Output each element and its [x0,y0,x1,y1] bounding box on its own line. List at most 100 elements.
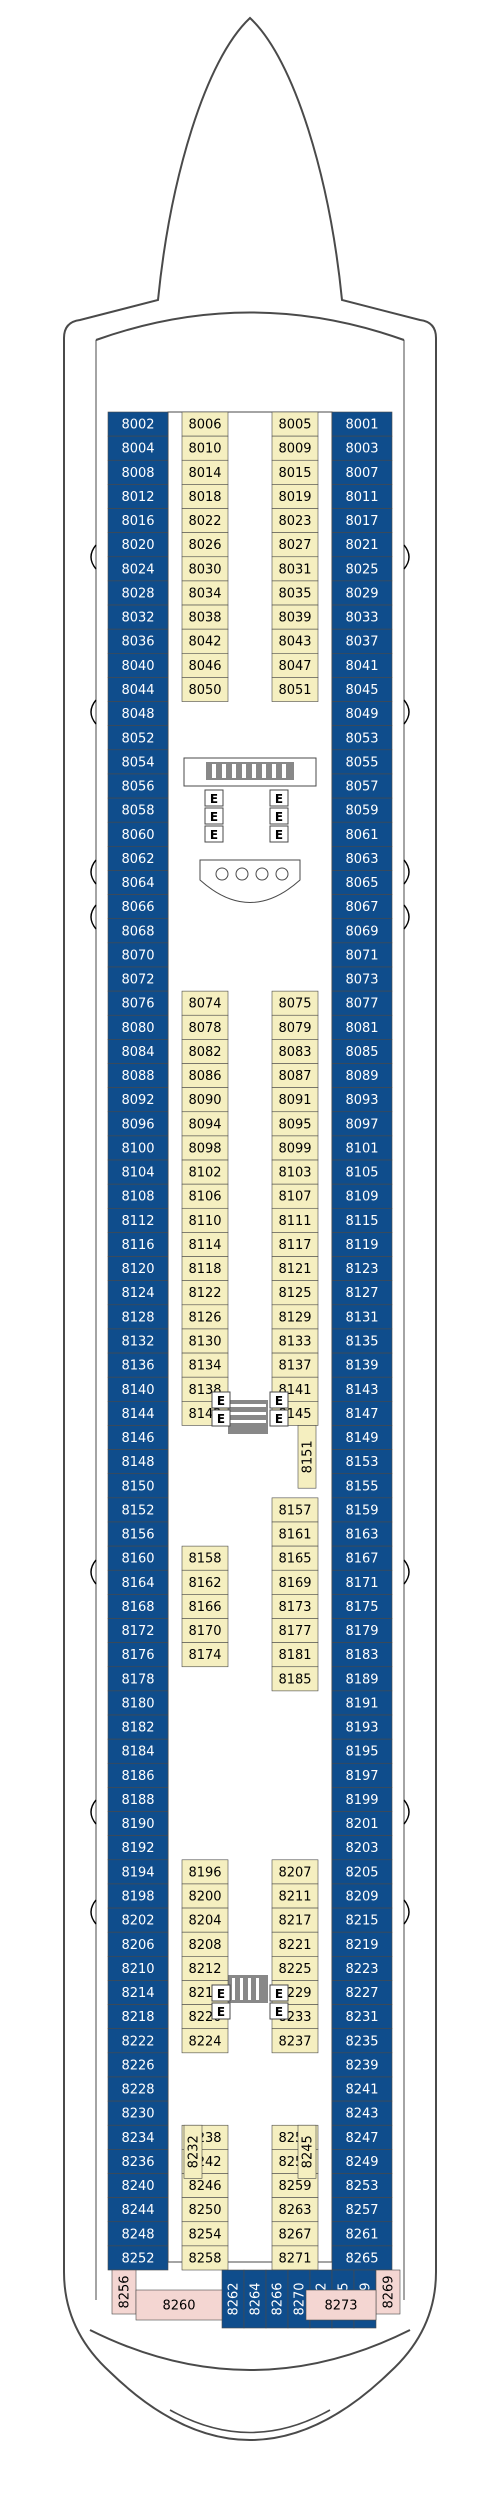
cabin-number: 8091 [278,1093,311,1108]
stern-curve-inner [169,2409,331,2434]
cabin-number: 8178 [121,1672,154,1687]
cabin-number: 8259 [278,2179,311,2194]
cabin-outer-port: 8066 [107,894,169,920]
cabin-number: 8150 [121,1479,154,1494]
elevator-icon: E [269,1984,289,2002]
cabin-number: 8102 [188,1166,221,1181]
cabin-number: 8227 [345,1986,378,2001]
cabin-outer-port: 8036 [107,628,169,654]
cabin-number: 8121 [278,1262,311,1277]
cabin-number: 8089 [345,1069,378,1084]
cabin-number: 8052 [121,731,154,746]
cabin-outer-starboard: 8191 [331,1690,393,1716]
cabin-outer-starboard: 8067 [331,894,393,920]
cabin-outer-port: 8002 [107,411,169,437]
cabin-inner: 8094 [181,1111,229,1137]
cabin-number: 8254 [188,2227,221,2242]
cabin-number: 8146 [121,1431,154,1446]
cabin-inner: 8126 [181,1304,229,1330]
cabin-inner: 8091 [271,1087,319,1113]
cabin-number: 8218 [121,2010,154,2025]
cabin-inner: 8130 [181,1328,229,1354]
connecting-door-icon [90,904,97,930]
cabin-outer-starboard: 8001 [331,411,393,437]
cabin-number: 8030 [188,562,221,577]
cabin-number: 8045 [345,683,378,698]
cabin-number: 8017 [345,514,378,529]
cabin-inner: 8134 [181,1352,229,1378]
cabin-number: 8206 [121,1938,154,1953]
cabin-number: 8188 [121,1793,154,1808]
cabin-number: 8095 [278,1117,311,1132]
cabin-outer-port: 8210 [107,1956,169,1981]
cabin-inner: 8129 [271,1304,319,1330]
elevator-label: E [210,810,218,824]
cabin-outer-starboard: 8195 [331,1738,393,1764]
cabin-number: 8060 [121,828,154,843]
cabin-outer-port: 8080 [107,1014,169,1040]
cabin-outer-starboard: 8167 [331,1545,393,1571]
cabin-inner: 8042 [181,628,229,654]
cabin-number: 8231 [345,2010,378,2025]
cabin-inner: 8051 [271,677,319,702]
cabin-inner: 8162 [181,1569,229,1595]
cabin-number: 8107 [278,1190,311,1205]
cabin-number: 8135 [345,1335,378,1350]
cabin-outer-starboard: 8069 [331,918,393,944]
connecting-door-icon [403,1899,410,1925]
cabin-number: 8092 [121,1093,154,1108]
cabin-inner-vertical: 8232 [183,2124,203,2179]
connecting-door-icon [403,1799,410,1825]
cabin-outer-port: 8132 [107,1328,169,1354]
cabin-number: 8219 [345,1938,378,1953]
cabin-number: 8132 [121,1335,154,1350]
cabin-number: 8265 [345,2251,378,2266]
elevator-icon: E [211,1391,231,1409]
cabin-inner: 8212 [181,1956,229,1981]
cabin-outer-port: 8252 [107,2245,169,2271]
cabin-outer-port: 8076 [107,990,169,1016]
connecting-door-icon [90,1799,97,1825]
cabin-outer-starboard: 8123 [331,1256,393,1281]
cabin-outer-starboard: 8155 [331,1473,393,1499]
cabin-inner: 8211 [271,1883,319,1909]
cabin-outer-starboard: 8253 [331,2173,393,2198]
cabin-number: 8129 [278,1310,311,1325]
cabin-outer-port: 8180 [107,1690,169,1716]
cabin-number: 8134 [188,1359,221,1374]
cabin-outer-port: 8144 [107,1401,169,1426]
cabin-number: 8161 [278,1528,311,1543]
cabin-number: 8237 [278,2034,311,2049]
cabin-number: 8037 [345,635,378,650]
cabin-inner: 8005 [271,411,319,437]
cabin-outer-port: 8060 [107,821,169,847]
cabin-number: 8137 [278,1359,311,1374]
cabin-number: 8258 [188,2251,221,2266]
stern-curve-outer [89,2329,411,2371]
cabin-number: 8105 [345,1166,378,1181]
cabin-number: 8173 [278,1600,311,1615]
cabin-inner: 8118 [181,1256,229,1281]
cabin-number: 8261 [345,2227,378,2242]
cabin-outer-starboard: 8179 [331,1618,393,1643]
cabin-outer-port: 8168 [107,1594,169,1619]
connecting-door-icon [90,699,97,725]
cabin-inner: 8217 [271,1907,319,1933]
elevator-icon: E [269,825,289,843]
cabin-number: 8133 [278,1335,311,1350]
cabin-outer-starboard: 8073 [331,966,393,992]
cabin-outer-starboard: 8163 [331,1521,393,1547]
connecting-door-icon [90,544,97,570]
cabin-number: 8077 [345,997,378,1012]
cabin-number: 8153 [345,1455,378,1470]
cabin-number: 8185 [278,1672,311,1687]
elevator-label: E [217,1987,225,2001]
cabin-outer-port: 8012 [107,484,169,509]
cabin-number: 8267 [278,2227,311,2242]
cabin-number: 8183 [345,1648,378,1663]
cabin-number: 8015 [278,466,311,481]
cabin-outer-starboard: 8085 [331,1039,393,1064]
cabin-inner: 8174 [181,1642,229,1668]
cabin-inner: 8254 [181,2221,229,2247]
